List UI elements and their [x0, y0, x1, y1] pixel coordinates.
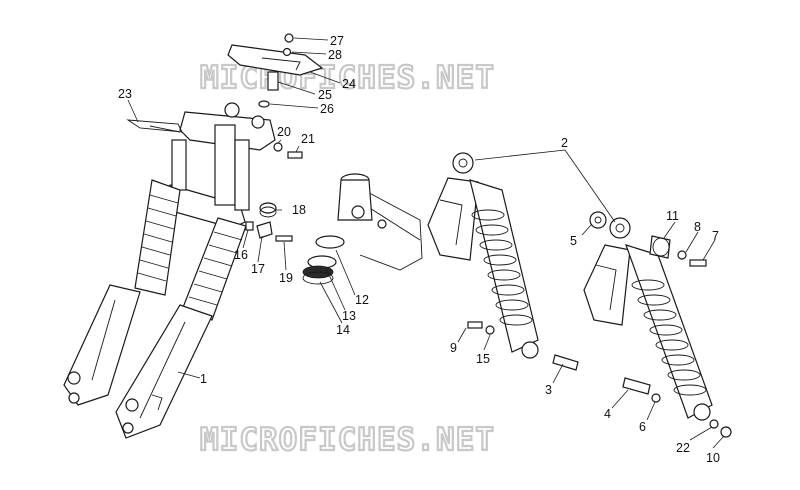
- callout-17: 17: [251, 262, 265, 276]
- callout-5: 5: [570, 234, 577, 248]
- bolt-3: [552, 354, 579, 371]
- callout-11: 11: [666, 209, 679, 223]
- callout-15: 15: [476, 352, 490, 366]
- clip-17: [256, 221, 273, 239]
- right-axle-clamp: [125, 398, 139, 412]
- steering-stem: [214, 124, 236, 206]
- callout-22: 22: [676, 441, 690, 455]
- callout-labels: 1 2 3 4 5 6 7 8 9 10 11 12 13 14 15 16 1…: [118, 34, 720, 465]
- callout-18: 18: [292, 203, 306, 217]
- callout-21: 21: [301, 132, 315, 146]
- shock-top-eye-right: [609, 217, 631, 239]
- callout-20: 20: [277, 125, 291, 139]
- instrument-bracket-plate: [227, 44, 324, 76]
- callout-13: 13: [342, 309, 356, 323]
- callout-10: 10: [706, 451, 720, 465]
- callout-23: 23: [118, 87, 132, 101]
- spring-18: [259, 202, 277, 214]
- watermark-bottom: MICROFICHES.NET: [200, 422, 495, 458]
- washer-22: [709, 419, 719, 429]
- callout-1: 1: [200, 372, 207, 386]
- callout-2: 2: [561, 136, 568, 150]
- callout-27: 27: [330, 34, 344, 48]
- spacer-25: [267, 71, 279, 91]
- bearing-race-12: [315, 235, 345, 249]
- pin-19: [275, 235, 293, 242]
- steering-nut: [224, 102, 240, 118]
- callout-14: 14: [336, 323, 350, 337]
- left-fork-upper-tube: [171, 139, 187, 191]
- callout-7: 7: [712, 229, 719, 243]
- headlight-bracket: [126, 119, 183, 133]
- washer-26: [258, 100, 270, 108]
- washer-28: [282, 47, 292, 57]
- shock-bottom-eye-left: [521, 341, 539, 359]
- callout-3: 3: [545, 383, 552, 397]
- reservoir-right: [583, 244, 631, 326]
- callout-9: 9: [450, 341, 457, 355]
- frame-tube: [344, 179, 423, 271]
- bushing-5: [589, 211, 607, 229]
- bolt-4: [622, 377, 651, 395]
- callout-6: 6: [639, 420, 646, 434]
- shock-top-eye-left: [452, 152, 474, 174]
- bolt-7: [689, 259, 707, 267]
- front-fork-assembly: [63, 33, 324, 439]
- callout-28: 28: [328, 48, 342, 62]
- reservoir-left: [427, 177, 479, 261]
- clamp-bolt-head: [251, 115, 265, 129]
- washer-20: [273, 142, 283, 152]
- washer-8: [677, 250, 687, 260]
- washer-15: [485, 325, 495, 335]
- right-fork-slider: [115, 304, 213, 439]
- leader-lines: [127, 37, 725, 449]
- bushing-16: [245, 221, 254, 231]
- bolt-9: [467, 321, 483, 329]
- callout-12: 12: [355, 293, 369, 307]
- steering-head-assembly: [302, 173, 423, 285]
- callout-4: 4: [604, 407, 611, 421]
- left-axle-clamp: [67, 371, 81, 385]
- shock-bottom-eye-right: [693, 403, 711, 421]
- callout-19: 19: [279, 271, 293, 285]
- right-fork-upper-tube: [234, 139, 250, 211]
- shock-body-right: [625, 244, 713, 419]
- callout-25: 25: [318, 88, 332, 102]
- callout-8: 8: [694, 220, 701, 234]
- callout-24: 24: [342, 77, 356, 91]
- callout-26: 26: [320, 102, 334, 116]
- bolt-21: [287, 151, 303, 159]
- nut-10: [720, 426, 732, 438]
- right-fork-boot: [181, 217, 247, 321]
- washer-6: [651, 393, 661, 403]
- rear-shock-right: [583, 217, 732, 438]
- callout-16: 16: [234, 248, 248, 262]
- screw-27: [284, 33, 294, 43]
- rear-shock-left: [427, 152, 607, 371]
